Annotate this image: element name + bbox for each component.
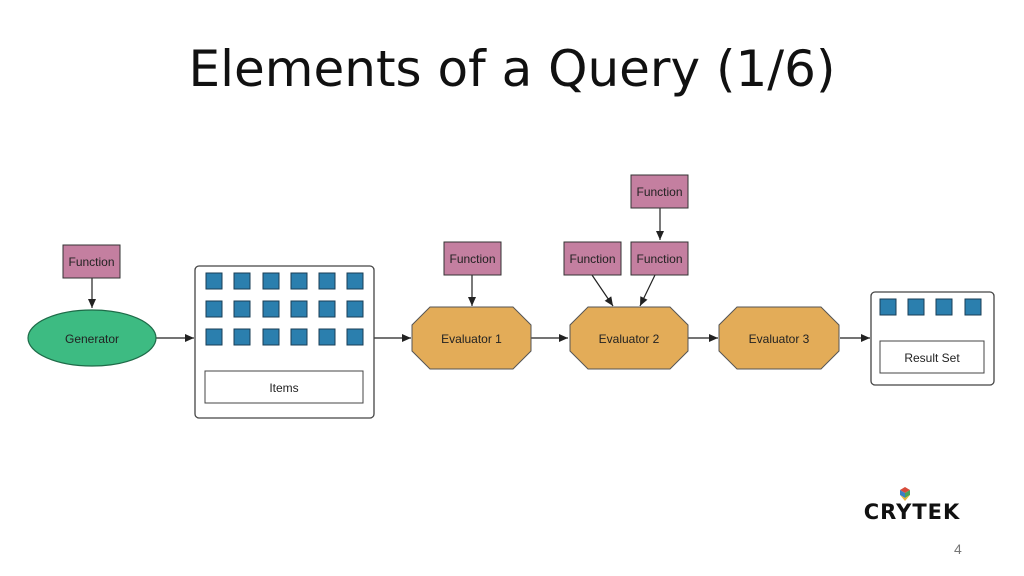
item-square: [346, 328, 364, 346]
function-label: Function: [569, 252, 615, 266]
items-grid: [205, 272, 364, 346]
item-square: [290, 300, 308, 318]
evaluator-3-node: Evaluator 3: [718, 306, 840, 370]
crytek-logo: CRYTEK: [864, 487, 961, 524]
function-label: Function: [636, 252, 682, 266]
item-square: [318, 272, 336, 290]
item-square: [318, 328, 336, 346]
evaluator-1-node: Evaluator 1: [411, 306, 532, 370]
result-set-panel: Result Set: [870, 291, 995, 386]
item-square: [346, 300, 364, 318]
item-square: [262, 272, 280, 290]
item-square: [233, 328, 251, 346]
result-square: [935, 298, 953, 316]
edge-function-b-evaluator2: [639, 274, 656, 307]
result-square: [879, 298, 897, 316]
slide-title: Elements of a Query (1/6): [188, 40, 836, 98]
evaluator-1-label: Evaluator 1: [441, 332, 502, 346]
result-square: [907, 298, 925, 316]
evaluator-2-label: Evaluator 2: [599, 332, 660, 346]
evaluator-3-label: Evaluator 3: [749, 332, 810, 346]
generator-label: Generator: [65, 332, 119, 346]
function-node-evaluator2-a: Function: [563, 241, 622, 276]
item-square: [262, 328, 280, 346]
page-number: 4: [954, 541, 962, 557]
function-node-evaluator2-b: Function: [630, 241, 689, 276]
item-square: [233, 300, 251, 318]
item-square: [290, 272, 308, 290]
item-square: [318, 300, 336, 318]
function-node-evaluator1: Function: [443, 241, 502, 276]
function-label: Function: [636, 185, 682, 199]
logo-text: CRYTEK: [864, 500, 961, 524]
crytek-emblem-icon: [900, 487, 910, 501]
items-label: Items: [269, 381, 298, 395]
evaluator-2-node: Evaluator 2: [569, 306, 689, 370]
items-panel: Items: [194, 265, 375, 419]
generator-node: Generator: [27, 309, 157, 367]
function-node-generator: Function: [62, 244, 121, 279]
function-label: Function: [68, 255, 114, 269]
result-square: [964, 298, 982, 316]
item-square: [205, 272, 223, 290]
item-square: [346, 272, 364, 290]
function-node-top: Function: [630, 174, 689, 209]
item-square: [262, 300, 280, 318]
edge-function-a-evaluator2: [591, 274, 614, 307]
function-label: Function: [449, 252, 495, 266]
item-square: [205, 300, 223, 318]
item-square: [205, 328, 223, 346]
item-square: [233, 272, 251, 290]
result-set-label: Result Set: [904, 351, 960, 365]
item-square: [290, 328, 308, 346]
